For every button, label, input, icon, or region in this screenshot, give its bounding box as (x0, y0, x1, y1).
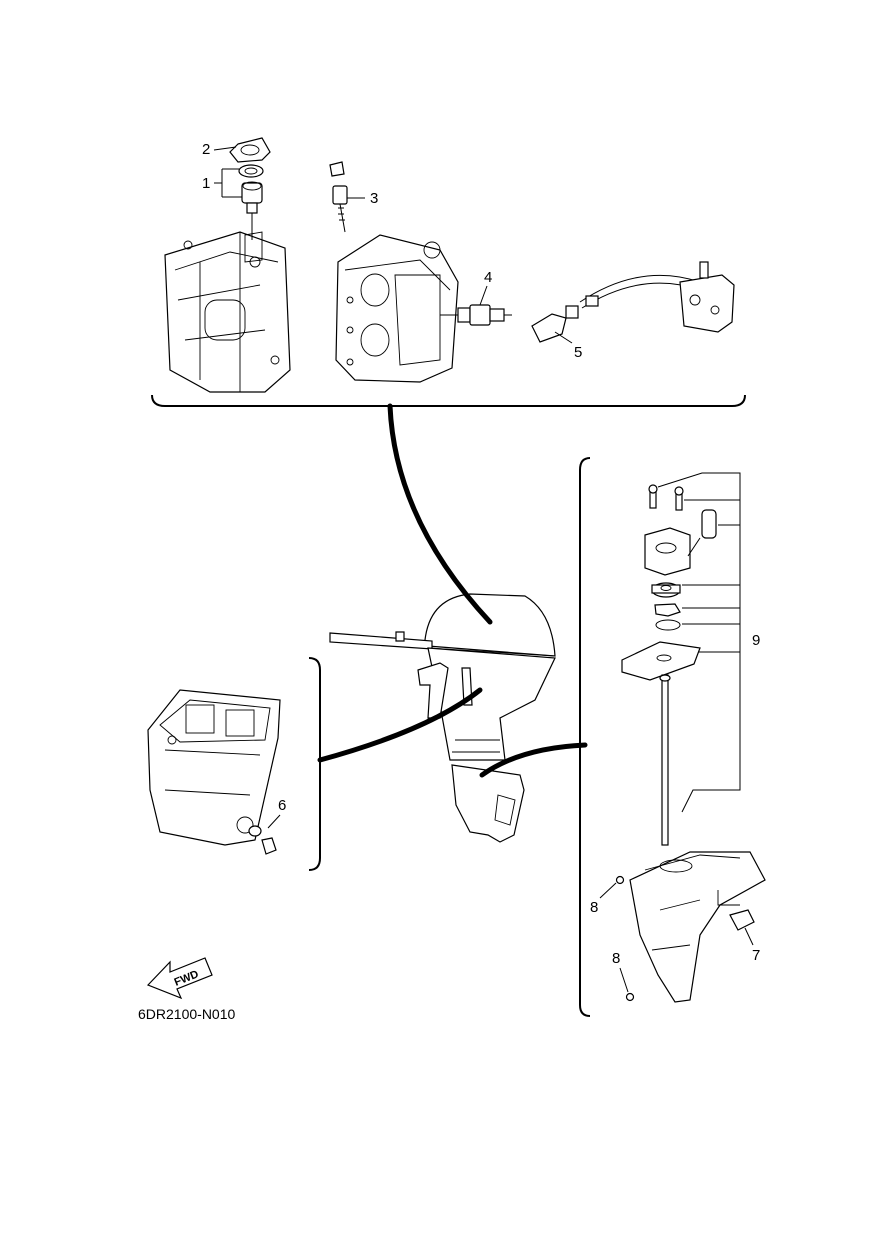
callout-5: 5 (574, 344, 582, 361)
callout-4: 4 (484, 269, 492, 286)
thermostat-drawing (229, 137, 271, 240)
callout-1: 1 (202, 175, 210, 192)
fwd-arrow: FWD (146, 957, 213, 1000)
callout-3: 3 (370, 190, 378, 207)
left-group: 6 (147, 657, 321, 871)
top-group: 2 1 3 4 5 (151, 137, 746, 407)
cylinder-head-drawing (329, 161, 459, 383)
right-group: 9 7 8 8 (579, 457, 766, 1017)
callout-curve-top (387, 403, 493, 625)
callout-curve-right (479, 742, 588, 778)
callout-6: 6 (278, 797, 286, 814)
right-bracket (579, 457, 591, 1017)
callout-curve-left (317, 687, 483, 763)
outboard-motor-drawing (329, 593, 556, 843)
callout-8-lower: 8 (612, 950, 620, 967)
diagram-code: 6DR2100-N010 (138, 1006, 235, 1022)
top-bracket (151, 394, 746, 407)
callout-7: 7 (752, 947, 760, 964)
left-bracket (308, 657, 321, 871)
callout-2: 2 (202, 141, 210, 158)
spark-plug-drawing (440, 304, 512, 326)
callout-8-upper: 8 (590, 899, 598, 916)
fuel-line-drawing (531, 261, 735, 343)
cylinder-block-drawing (164, 231, 291, 393)
callout-9: 9 (752, 632, 760, 649)
